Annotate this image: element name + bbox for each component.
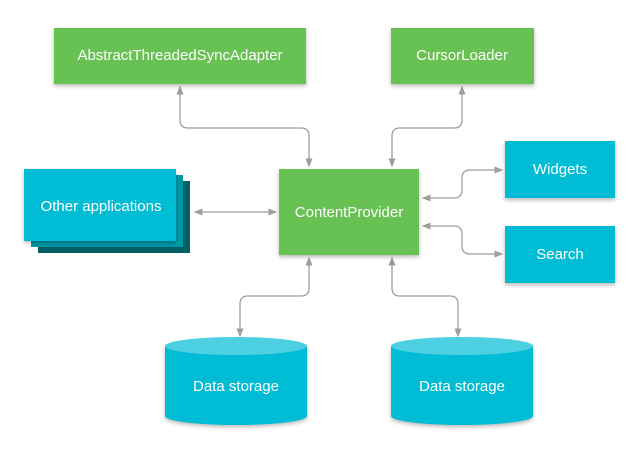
content-provider-label: ContentProvider (295, 204, 403, 221)
connectors (176, 85, 504, 338)
content-provider-node: ContentProvider (279, 169, 419, 255)
storage-right-label: Data storage (419, 378, 505, 395)
other-applications-node: Other applications (24, 169, 190, 253)
search-label: Search (536, 246, 584, 263)
connector-search (421, 222, 504, 258)
data-storage-right-node: Data storage (391, 337, 533, 425)
sync-adapter-label: AbstractThreadedSyncAdapter (77, 47, 282, 64)
connector-widgets (421, 166, 504, 202)
connector-storage-right (388, 256, 462, 338)
connector-sync-adapter (176, 85, 313, 168)
cursor-loader-node: CursorLoader (391, 28, 534, 84)
other-applications-card (24, 169, 176, 241)
cursor-loader-label: CursorLoader (416, 47, 508, 64)
storage-left-cylinder-top (165, 337, 307, 355)
widgets-label: Widgets (533, 161, 587, 178)
search-node: Search (505, 226, 615, 283)
storage-right-cylinder-top (391, 337, 533, 355)
connector-cursor-loader (388, 85, 466, 168)
widgets-node: Widgets (505, 141, 615, 198)
other-applications-label: Other applications (41, 198, 162, 215)
sync-adapter-node: AbstractThreadedSyncAdapter (54, 28, 306, 84)
storage-left-cylinder-body (165, 346, 307, 425)
connector-storage-left (236, 256, 313, 338)
storage-left-label: Data storage (193, 378, 279, 395)
storage-right-cylinder-body (391, 346, 533, 425)
data-storage-left-node: Data storage (165, 337, 307, 425)
